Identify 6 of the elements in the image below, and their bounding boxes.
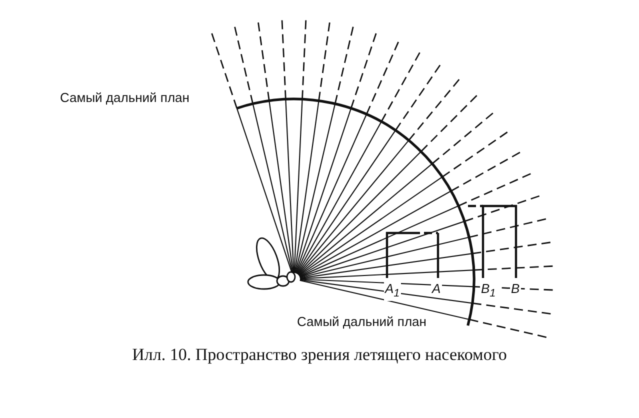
point-label: A bbox=[431, 282, 442, 296]
point-label: B bbox=[510, 282, 521, 296]
point-label: A$_{1}$ bbox=[384, 282, 401, 301]
plane-label: Самый дальний план bbox=[297, 314, 426, 329]
figure-caption: Илл. 10. Пространство зрения летящего насекомого bbox=[132, 345, 507, 364]
plane-label: Самый дальний план bbox=[60, 90, 190, 105]
